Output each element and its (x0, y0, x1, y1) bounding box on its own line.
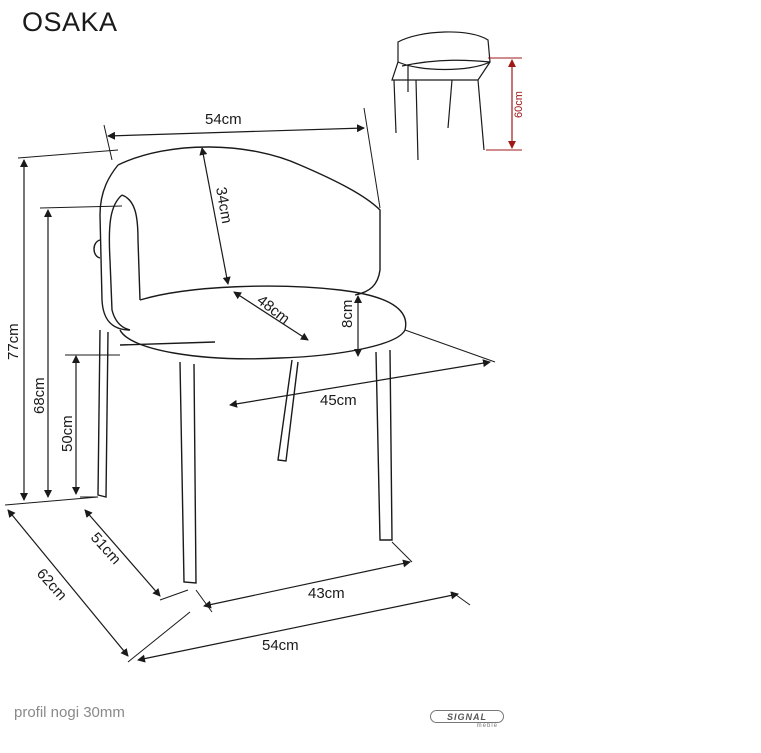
dim-line-leg-depth (84, 509, 161, 597)
label-inset-height: 60cm (513, 91, 525, 118)
inset-chair (391, 31, 491, 161)
brand-logo: SIGNAL meble (430, 710, 504, 732)
label-seat-thickness: 8cm (339, 300, 356, 328)
inset-dimension: 60cm (486, 57, 525, 151)
dim-line-total-depth (7, 509, 129, 657)
dim-line-seat-depth (233, 291, 309, 341)
product-title: OSAKA (22, 7, 118, 37)
leg-profile-note: profil nogi 30mm (14, 704, 125, 721)
dim-line-leg-width (203, 559, 411, 609)
label-seat-height: 50cm (59, 415, 76, 452)
label-total-depth: 62cm (33, 565, 70, 604)
label-leg-width: 43cm (308, 585, 345, 602)
label-seat-depth: 48cm (254, 292, 293, 328)
label-total-height: 77cm (5, 323, 22, 360)
dim-line-total-width (137, 591, 459, 663)
label-armrest-height: 68cm (31, 377, 48, 414)
dim-line-backrest-width (107, 124, 365, 140)
label-backrest-width: 54cm (205, 111, 242, 128)
extension-lines (4, 107, 496, 663)
label-seat-width: 45cm (320, 392, 357, 409)
dim-line-backrest-height (199, 147, 231, 285)
brand-subtitle: meble (476, 723, 498, 729)
label-total-width: 54cm (262, 637, 299, 654)
label-backrest-height: 34cm (212, 186, 235, 225)
brand-name: SIGNAL (430, 710, 504, 723)
dim-line-seat-width (229, 359, 491, 408)
dimension-lines (7, 124, 491, 663)
chair-outline (93, 146, 407, 584)
